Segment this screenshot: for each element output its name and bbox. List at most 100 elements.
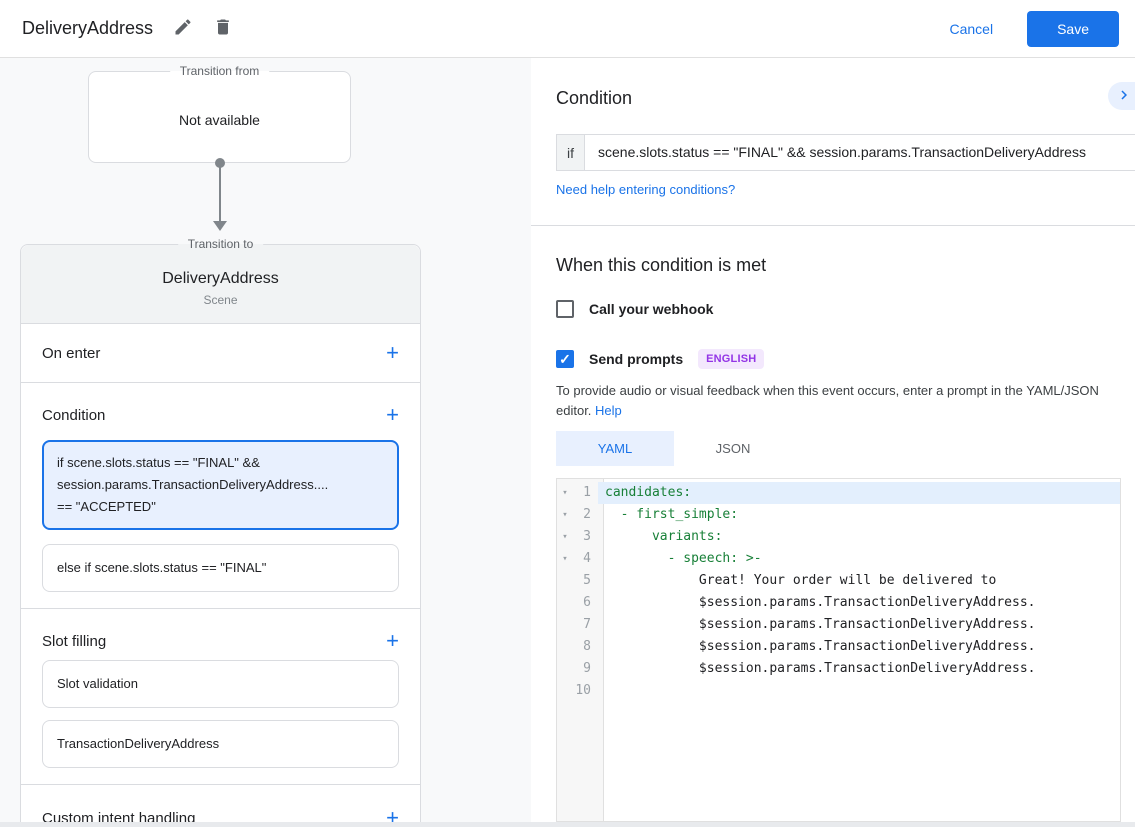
condition-item-else[interactable]: else if scene.slots.status == "FINAL" bbox=[42, 544, 399, 592]
cancel-button[interactable]: Cancel bbox=[949, 20, 994, 37]
condition-heading: Condition bbox=[556, 88, 633, 108]
slot-filling-label: Slot filling bbox=[42, 632, 107, 650]
editor-line: ▾ 4 - speech: >- bbox=[557, 548, 1120, 570]
line-number: 3 bbox=[583, 529, 591, 544]
editor-lines: ▾ 1 candidates: ▾ 2 - first_simple: ▾ 3 … bbox=[557, 482, 1120, 702]
add-condition-button[interactable]: + bbox=[386, 402, 399, 427]
code-text[interactable]: $session.params.TransactionDeliveryAddre… bbox=[605, 661, 1036, 676]
transition-from-label: Transition from bbox=[169, 64, 270, 78]
condition-expression-input[interactable]: scene.slots.status == "FINAL" && session… bbox=[585, 134, 1135, 171]
page-title: DeliveryAddress bbox=[22, 18, 154, 38]
line-number: 1 bbox=[583, 485, 591, 500]
code-text[interactable]: $session.params.TransactionDeliveryAddre… bbox=[605, 617, 1036, 632]
editor-line: 7 $session.params.TransactionDeliveryAdd… bbox=[557, 614, 1120, 636]
chevron-right-icon bbox=[1111, 86, 1133, 107]
fold-arrow-icon[interactable]: ▾ bbox=[562, 554, 568, 564]
condition-line: == "ACCEPTED" bbox=[57, 499, 156, 514]
condition-section: Condition + if scene.slots.status == "FI… bbox=[21, 382, 420, 608]
scene-type: Scene bbox=[203, 292, 238, 307]
call-webhook-checkbox[interactable] bbox=[556, 300, 574, 318]
scene-card-header: DeliveryAddress Scene bbox=[21, 245, 420, 324]
trash-icon bbox=[213, 17, 233, 40]
code-text[interactable]: $session.params.TransactionDeliveryAddre… bbox=[605, 595, 1036, 610]
pencil-icon bbox=[173, 17, 193, 40]
condition-section-label: Condition bbox=[42, 406, 106, 424]
fold-arrow-icon[interactable]: ▾ bbox=[562, 488, 568, 498]
tab-json[interactable]: JSON bbox=[674, 431, 792, 466]
scene-graph-panel: Transition from Not available Transition… bbox=[0, 58, 531, 822]
transition-from-box: Transition from Not available bbox=[88, 64, 351, 163]
editor-line: 8 $session.params.TransactionDeliveryAdd… bbox=[557, 636, 1120, 658]
add-custom-intent-button[interactable]: + bbox=[386, 807, 399, 823]
condition-help-link[interactable]: Need help entering conditions? bbox=[556, 182, 736, 197]
transition-from-value: Not available bbox=[179, 112, 260, 128]
call-webhook-label: Call your webhook bbox=[589, 301, 714, 317]
code-text[interactable]: Great! Your order will be delivered to bbox=[605, 573, 997, 588]
line-number: 4 bbox=[583, 551, 591, 566]
editor-line: 5 Great! Your order will be delivered to bbox=[557, 570, 1120, 592]
condition-editor-panel: Condition if scene.slots.status == "FINA… bbox=[531, 58, 1135, 822]
add-slot-button[interactable]: + bbox=[386, 628, 399, 653]
editor-line: 10 bbox=[557, 680, 1120, 702]
line-number: 9 bbox=[583, 661, 591, 676]
transition-to-card: Transition to DeliveryAddress Scene On e… bbox=[20, 237, 421, 822]
editor-format-tabs: YAML JSON bbox=[556, 431, 792, 466]
code-text[interactable]: $session.params.TransactionDeliveryAddre… bbox=[605, 639, 1036, 654]
editor-line: 6 $session.params.TransactionDeliveryAdd… bbox=[557, 592, 1120, 614]
prompt-description: To provide audio or visual feedback when… bbox=[556, 381, 1118, 421]
tab-yaml[interactable]: YAML bbox=[556, 431, 674, 466]
line-number: 2 bbox=[583, 507, 591, 522]
code-text[interactable]: candidates: bbox=[598, 482, 1120, 504]
language-badge: ENGLISH bbox=[698, 349, 765, 369]
fold-spacer bbox=[557, 570, 573, 592]
connector-line bbox=[219, 164, 221, 222]
condition-line: session.params.TransactionDeliveryAddres… bbox=[57, 477, 329, 492]
custom-intent-section: Custom intent handling + bbox=[21, 784, 420, 822]
code-text[interactable]: - first_simple: bbox=[605, 507, 739, 522]
top-bar: DeliveryAddress Cancel Save bbox=[0, 0, 1135, 58]
prompt-description-text: To provide audio or visual feedback when… bbox=[556, 383, 1099, 418]
prompts-option-row: ✓ Send prompts ENGLISH bbox=[556, 349, 765, 369]
condition-line: if scene.slots.status == "FINAL" && bbox=[57, 455, 260, 470]
line-number: 7 bbox=[583, 617, 591, 632]
slot-item-transaction-delivery-address[interactable]: TransactionDeliveryAddress bbox=[42, 720, 399, 768]
slot-item-validation[interactable]: Slot validation bbox=[42, 660, 399, 708]
fold-arrow-icon[interactable]: ▾ bbox=[562, 510, 568, 520]
editor-line: 9 $session.params.TransactionDeliveryAdd… bbox=[557, 658, 1120, 680]
fold-spacer bbox=[557, 614, 573, 636]
custom-intent-label: Custom intent handling bbox=[42, 809, 196, 823]
condition-met-heading: When this condition is met bbox=[556, 255, 767, 275]
editor-line: ▾ 1 candidates: bbox=[557, 482, 1120, 504]
slot-filling-section: Slot filling + Slot validation Transacti… bbox=[21, 608, 420, 784]
code-text[interactable] bbox=[598, 680, 1120, 702]
yaml-code-editor[interactable]: ▾ 1 candidates: ▾ 2 - first_simple: ▾ 3 … bbox=[556, 478, 1121, 822]
section-divider bbox=[531, 225, 1135, 226]
on-enter-label: On enter bbox=[42, 344, 101, 362]
delete-scene-button[interactable] bbox=[213, 17, 233, 40]
connector-dot bbox=[215, 158, 225, 168]
line-number: 6 bbox=[583, 595, 591, 610]
help-link[interactable]: Help bbox=[595, 403, 622, 418]
line-number: 5 bbox=[583, 573, 591, 588]
horizontal-scrollbar[interactable] bbox=[0, 822, 1135, 827]
send-prompts-checkbox[interactable]: ✓ bbox=[556, 350, 574, 368]
collapse-panel-button[interactable] bbox=[1108, 82, 1135, 110]
save-button[interactable]: Save bbox=[1027, 10, 1119, 47]
fold-spacer bbox=[557, 658, 573, 680]
webhook-option-row: Call your webhook bbox=[556, 300, 713, 318]
edit-title-button[interactable] bbox=[173, 17, 193, 40]
send-prompts-label: Send prompts bbox=[589, 351, 684, 367]
fold-arrow-icon[interactable]: ▾ bbox=[562, 532, 568, 542]
code-text[interactable]: variants: bbox=[605, 529, 723, 544]
line-number: 8 bbox=[583, 639, 591, 654]
editor-gutter bbox=[557, 479, 604, 821]
editor-line: ▾ 2 - first_simple: bbox=[557, 504, 1120, 526]
condition-item-selected[interactable]: if scene.slots.status == "FINAL" && sess… bbox=[42, 440, 399, 530]
editor-line: ▾ 3 variants: bbox=[557, 526, 1120, 548]
on-enter-section[interactable]: On enter + bbox=[21, 324, 420, 382]
condition-expression-row: if scene.slots.status == "FINAL" && sess… bbox=[556, 134, 1135, 171]
code-text[interactable]: - speech: >- bbox=[605, 551, 762, 566]
fold-spacer bbox=[557, 680, 573, 702]
fold-spacer bbox=[557, 636, 573, 658]
add-on-enter-button[interactable]: + bbox=[386, 340, 399, 365]
